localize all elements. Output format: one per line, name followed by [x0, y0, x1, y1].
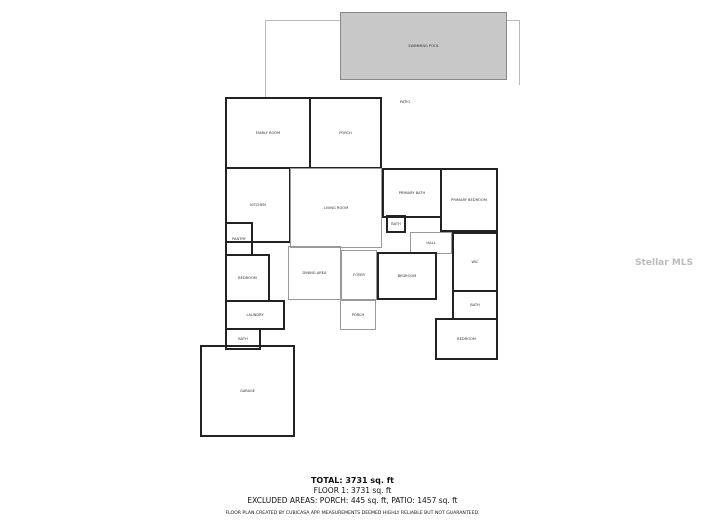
room-label: Garage — [239, 388, 256, 393]
excluded-areas: EXCLUDED AREAS: PORCH: 445 sq. ft, PATIO… — [247, 496, 458, 505]
room-label: Foyer — [353, 272, 365, 277]
room-dining-area: Dining Area — [288, 246, 341, 300]
room-label: Bath — [391, 221, 401, 226]
room-bedroom-left: Bedroom — [225, 254, 270, 302]
floor1-area: FLOOR 1: 3731 sq. ft — [313, 486, 392, 495]
room-label: Laundry — [246, 312, 264, 317]
room-label: Primary Bath — [398, 190, 426, 195]
room-label: Dining Area — [302, 270, 327, 275]
patio-outline — [505, 20, 520, 21]
room-pantry: Pantry — [225, 222, 253, 256]
room-bath-right: Bath — [452, 290, 498, 320]
room-wic: WIC — [452, 232, 498, 292]
room-label: Bedroom — [238, 275, 257, 280]
room-bedroom-right: Bedroom — [435, 318, 498, 360]
room-laundry: Laundry — [225, 300, 285, 330]
room-label: Porch — [351, 312, 365, 317]
room-primary-bath: Primary Bath — [382, 168, 442, 218]
room-porch-front: Porch — [340, 300, 376, 330]
total-area: TOTAL: 3731 sq. ft — [310, 476, 395, 485]
patio-outline — [265, 20, 266, 98]
room-family-room: Family Room — [225, 97, 311, 169]
room-label: WIC — [471, 259, 479, 264]
room-label: Bath — [238, 336, 248, 341]
room-label: Bedroom — [457, 336, 476, 341]
room-label: Primary Bedroom — [451, 197, 487, 202]
room-label: Bath — [470, 302, 480, 307]
room-label: Porch — [339, 130, 352, 135]
room-bath-primary-wc: Bath — [386, 215, 406, 233]
room-primary-bedroom: Primary Bedroom — [440, 168, 498, 232]
room-label: Bedroom — [397, 273, 417, 278]
room-label: Kitchen — [250, 202, 266, 207]
room-label: Swimming Pool — [408, 43, 439, 48]
room-label: Living Room — [323, 205, 349, 210]
patio-outline — [519, 20, 520, 85]
room-foyer: Foyer — [341, 250, 377, 300]
room-label: Hall — [426, 240, 436, 245]
disclaimer: FLOOR PLAN CREATED BY CUBICASA APP. MEAS… — [225, 511, 480, 516]
room-label: Pantry — [232, 236, 246, 241]
room-label: Patio — [400, 100, 411, 104]
watermark: Stellar MLS — [635, 258, 693, 268]
room-hall: Hall — [410, 232, 452, 254]
room-bath-left: Bath — [225, 328, 261, 350]
room-living-room: Living Room — [290, 168, 382, 248]
room-bedroom-center: Bedroom — [377, 252, 437, 300]
room-porch-rear: Porch — [309, 97, 382, 169]
room-garage: Garage — [200, 345, 295, 437]
room-label: Family Room — [255, 130, 281, 135]
pool: Swimming Pool — [340, 12, 507, 80]
patio-outline — [265, 20, 340, 21]
